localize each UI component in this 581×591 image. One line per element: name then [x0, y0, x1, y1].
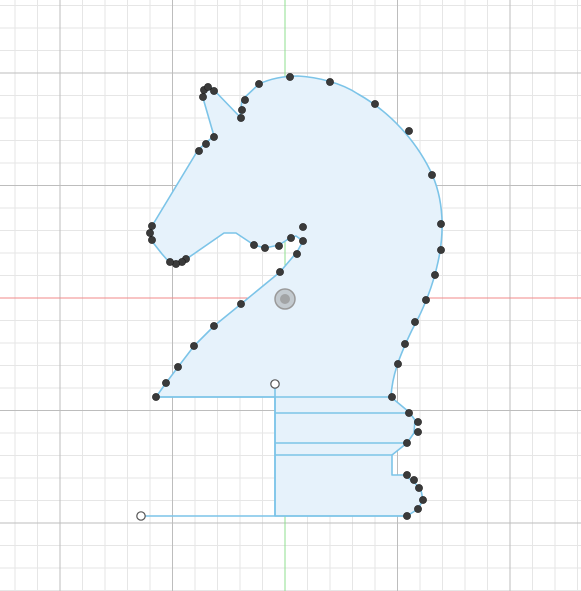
open-endpoint[interactable] [136, 511, 146, 521]
sketch-point[interactable] [202, 140, 210, 148]
sketch-point[interactable] [437, 220, 445, 228]
sketch-point[interactable] [287, 234, 295, 242]
sketch-point[interactable] [210, 322, 218, 330]
sketch-point[interactable] [403, 512, 411, 520]
sketch-point[interactable] [401, 340, 409, 348]
sketch-point[interactable] [394, 360, 402, 368]
origin-marker[interactable] [274, 288, 296, 310]
sketch-point[interactable] [276, 268, 284, 276]
sketch-point[interactable] [414, 428, 422, 436]
sketch-point[interactable] [405, 127, 413, 135]
sketch-point[interactable] [237, 300, 245, 308]
sketch-point[interactable] [238, 106, 246, 114]
sketch-point[interactable] [431, 271, 439, 279]
sketch-point[interactable] [166, 258, 174, 266]
sketch-point[interactable] [204, 83, 212, 91]
sketch-point[interactable] [210, 87, 218, 95]
sketch-point[interactable] [261, 244, 269, 252]
sketch-point[interactable] [195, 147, 203, 155]
sketch-point[interactable] [199, 93, 207, 101]
sketch-point[interactable] [410, 476, 418, 484]
open-endpoints[interactable] [136, 379, 280, 521]
sketch-point[interactable] [148, 236, 156, 244]
sketch-point[interactable] [241, 96, 249, 104]
sketch-point[interactable] [210, 133, 218, 141]
sketch-point[interactable] [190, 342, 198, 350]
sketch-point[interactable] [422, 296, 430, 304]
sketch-point[interactable] [275, 242, 283, 250]
sketch-point[interactable] [162, 379, 170, 387]
knight-outline-curve[interactable] [150, 75, 443, 517]
sketch-point[interactable] [411, 318, 419, 326]
sketch-point[interactable] [415, 484, 423, 492]
sketch-point[interactable] [174, 363, 182, 371]
sketch-point[interactable] [250, 241, 258, 249]
knight-profile-region[interactable] [151, 76, 443, 516]
sketch-point[interactable] [437, 246, 445, 254]
sketch-point[interactable] [255, 80, 263, 88]
sketch-point[interactable] [326, 78, 334, 86]
sketch-point[interactable] [419, 496, 427, 504]
sketch-point[interactable] [403, 439, 411, 447]
sketch-point[interactable] [414, 505, 422, 513]
origin-dot[interactable] [280, 294, 290, 304]
sketch-points[interactable] [146, 73, 445, 520]
sketch-point[interactable] [405, 409, 413, 417]
sketch-point[interactable] [403, 471, 411, 479]
open-endpoint[interactable] [270, 379, 280, 389]
sketch-point[interactable] [293, 250, 301, 258]
sketch-point[interactable] [414, 418, 422, 426]
sketch-point[interactable] [148, 222, 156, 230]
sketch-point[interactable] [299, 237, 307, 245]
sketch-point[interactable] [152, 393, 160, 401]
sketch-point[interactable] [428, 171, 436, 179]
sketch-point[interactable] [286, 73, 294, 81]
sketch-point[interactable] [237, 114, 245, 122]
sketch-point[interactable] [371, 100, 379, 108]
sketch-point[interactable] [299, 223, 307, 231]
sketch-point[interactable] [146, 229, 154, 237]
sketch-point[interactable] [388, 393, 396, 401]
base-construction-lines[interactable] [141, 384, 412, 517]
